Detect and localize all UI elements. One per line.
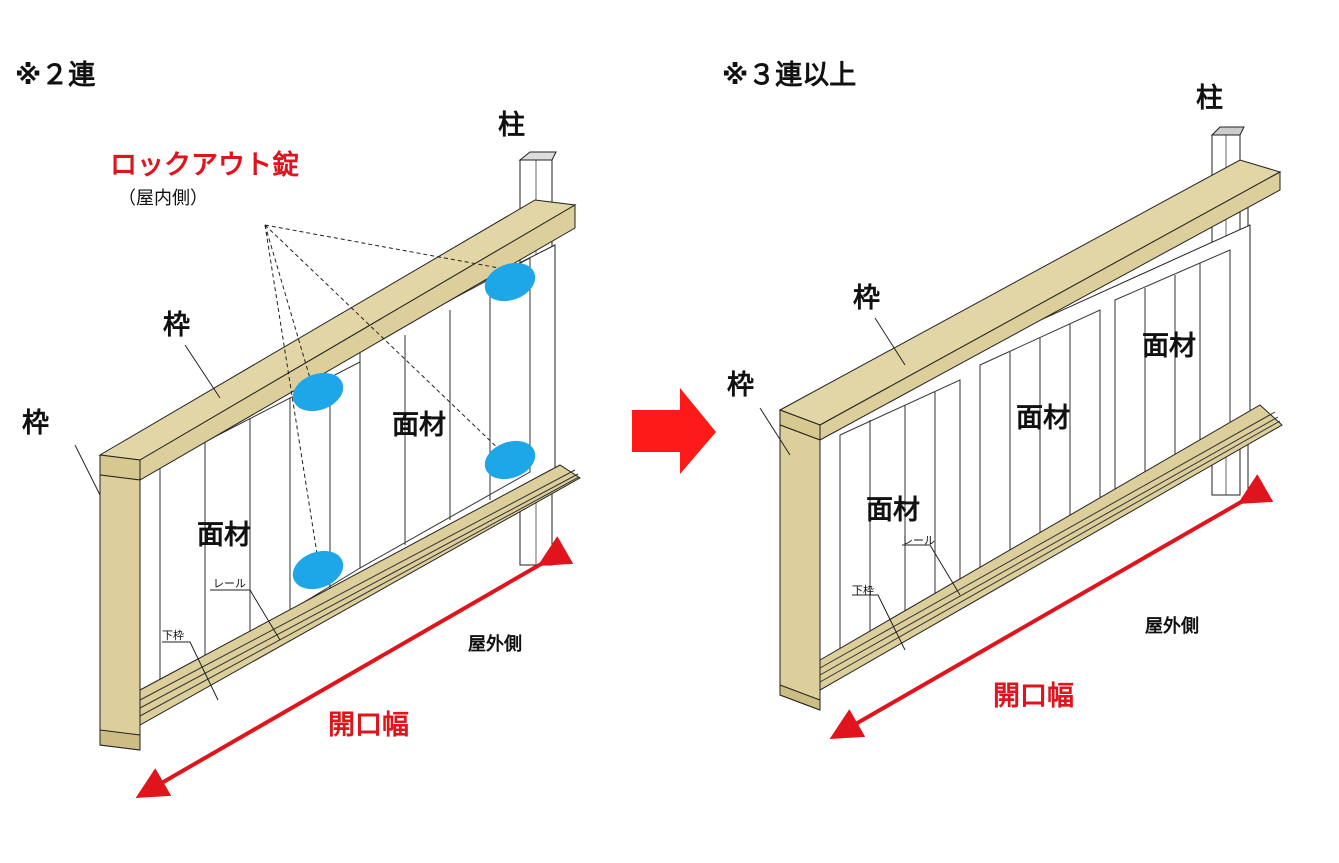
right-bottom-frame-label: 下枠 [852,584,874,597]
left-side-frame-label: 枠 [22,408,49,439]
right-rail-label: レール [902,534,935,547]
left-rail-label: レール [213,577,246,590]
right-window-diagram [759,126,1283,739]
lock-marker [292,372,344,412]
left-top-frame-label: 枠 [163,310,190,341]
left-opening-width-arrow [135,536,574,798]
right-side-frame [779,424,821,711]
left-lock-leaders [264,224,511,561]
right-top-frame-label: 枠 [853,283,880,314]
lock-marker [484,262,536,302]
left-side-frame [99,474,141,751]
left-title: ※２連 [15,60,96,91]
transition-arrow [632,388,716,474]
left-opening-width-label: 開口幅 [328,710,409,741]
right-title: ※３連以上 [722,60,857,91]
right-opening-width-arrow [829,474,1274,739]
right-side-frame-label: 枠 [727,370,754,401]
lock-marker [484,440,536,480]
right-panel-label-a: 面材 [866,495,920,526]
right-outdoor-label: 屋外側 [1145,616,1199,637]
right-opening-width-label: 開口幅 [993,681,1074,712]
left-window-diagram [74,151,581,798]
left-pillar-label: 柱 [498,110,525,141]
right-pillar-label: 柱 [1196,83,1223,114]
left-panel-label-a: 面材 [197,520,251,551]
left-bottom-frame-label: 下枠 [162,629,184,642]
right-panel-label-c: 面材 [1142,331,1196,362]
left-outdoor-label: 屋外側 [468,634,522,655]
left-top-frame [98,199,577,481]
right-panel-label-b: 面材 [1016,403,1070,434]
lock-side-label: （屋内側） [118,188,208,209]
lockout-lock-label: ロックアウト錠 [110,150,299,181]
right-top-frame [778,159,1282,441]
left-panel-label-b: 面材 [392,410,446,441]
